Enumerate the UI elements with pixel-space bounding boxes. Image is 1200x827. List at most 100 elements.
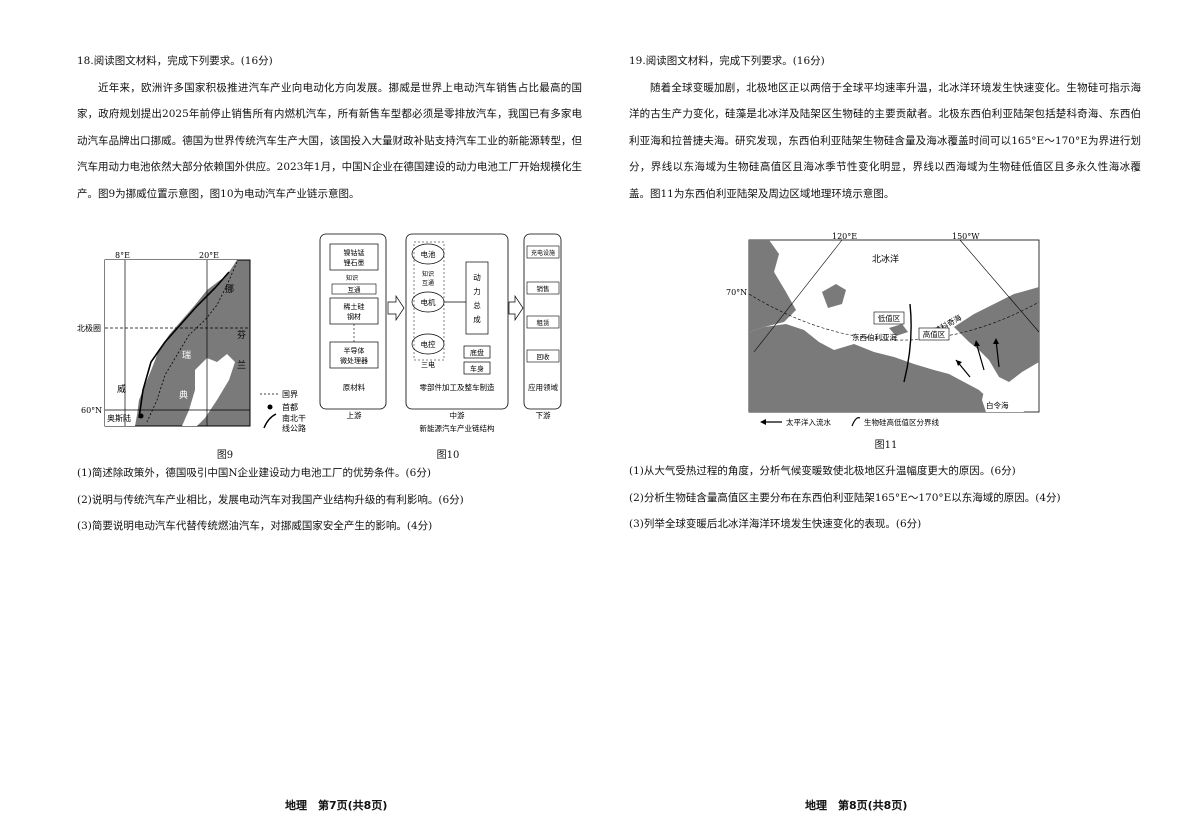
- highway-line: [138, 271, 230, 419]
- land-taymyr: [749, 240, 796, 332]
- label-high-value: 高值区: [923, 329, 946, 339]
- land-new-siberian-islands: [822, 284, 846, 308]
- biosilica-boundary-line: [903, 303, 912, 383]
- label-dian: 典: [179, 389, 188, 401]
- figure-10-caption: 图10: [436, 450, 460, 461]
- mid-battery-text: 电池: [421, 249, 436, 259]
- mid-assembly-2: 力: [473, 286, 481, 296]
- figure-10-subtitle: 新能源汽车产业链结构: [420, 423, 495, 433]
- mid-control-text: 电控: [421, 339, 436, 349]
- lon-8e-label: 8°E: [115, 251, 130, 260]
- low-value-box: [873, 311, 905, 325]
- upstream-share-2: 互通: [348, 285, 362, 294]
- down-item-1: [526, 245, 560, 259]
- parallel-70n: [748, 293, 1040, 341]
- question-19: 19.阅读图文材料，完成下列要求。(16分) 随着全球变暖加剧，北极地区正以两倍…: [629, 48, 1141, 207]
- downstream-box-label: 应用领域: [528, 382, 558, 392]
- mid-chassis-box: [463, 345, 491, 359]
- q18-title: 18.阅读图文材料，完成下列要求。(16分): [77, 55, 273, 67]
- legend-arrow-head: [760, 419, 766, 425]
- down-item-2: [526, 281, 560, 295]
- q19-question-3: (3)列举全球变暖后北冰洋海洋环境发生快速变化的表现。(6分): [629, 518, 922, 530]
- figure-10-chain: 镍钴锰 锂石墨 知识 互通 稀土硅 钢材 半导体 微处理器 原材料 上游 电池 …: [319, 233, 562, 433]
- upstream-item-3-text: 半导体: [344, 346, 365, 355]
- high-value-box: [918, 327, 950, 341]
- pacific-inflow-arrowhead-3: [993, 338, 999, 344]
- lat-70n-label: 70°N: [726, 288, 747, 297]
- label-nuo: 挪: [225, 283, 234, 295]
- upstream-item-1-text-b: 锂石墨: [344, 258, 365, 267]
- land-wrangel: [889, 324, 908, 336]
- upstream-item-2: [329, 297, 379, 325]
- q18-paragraph: 近年来，欧洲许多国家积极推进汽车产业向电动化方向发展。挪威是世界上电动汽车销售占…: [77, 81, 582, 200]
- upstream-item-1-text: 镍钴锰: [344, 248, 365, 257]
- label-arctic-ocean: 北冰洋: [872, 253, 899, 265]
- legend-road-symbol: [263, 413, 277, 429]
- question-18: 18.阅读图文材料，完成下列要求。(16分) 近年来，欧洲许多国家积极推进汽车产…: [77, 48, 582, 207]
- upstream-item-3: [329, 341, 379, 369]
- legend-road-text: 南北干: [282, 413, 306, 423]
- down-item-3-text: 租赁: [537, 318, 551, 327]
- midstream-box-label: 零部件加工及整车制造: [420, 382, 495, 392]
- pacific-inflow-arrow-3: [995, 339, 1000, 368]
- upstream-stage-label: 上游: [347, 410, 362, 420]
- meridian-120e: [753, 239, 843, 353]
- upstream-box-label: 原材料: [343, 382, 366, 392]
- lon-120e-label: 120°E: [832, 232, 857, 241]
- legend-boundary-text: 生物硅高低值区分界线: [864, 417, 939, 427]
- mid-share: 知识: [422, 270, 434, 278]
- q19-question-1: (1)从大气受热过程的角度，分析气候变暖致使北极地区升温幅度更大的原因。(6分): [629, 465, 1016, 477]
- mid-motor-text: 电机: [421, 297, 436, 307]
- upstream-share: 知识: [346, 274, 358, 282]
- label-lan: 兰: [237, 359, 246, 371]
- pacific-inflow-arrowhead-2: [974, 340, 980, 346]
- legend-boundary-symbol: [851, 417, 861, 427]
- meridian-150w: [959, 239, 1040, 333]
- legend-road-text-2: 线公路: [282, 423, 306, 433]
- label-east-siberian-sea: 东西伯利亚海: [852, 332, 897, 342]
- down-item-1-text: 充电设施: [531, 249, 555, 257]
- down-item-4: [526, 349, 560, 363]
- arrow-up-to-mid: [387, 294, 405, 322]
- figure-9-caption: 图9: [216, 450, 234, 461]
- upstream-item-2-text-b: 钢材: [347, 312, 361, 321]
- q19-paragraph: 随着全球变暖加剧，北极地区正以两倍于全球平均速率升温，北冰洋环境发生快速变化。生…: [629, 81, 1141, 200]
- q19-questions: (1)从大气受热过程的角度，分析气候变暖致使北极地区升温幅度更大的原因。(6分)…: [629, 458, 1141, 538]
- upstream-item-3-text-b: 微处理器: [340, 356, 368, 365]
- downstream-stage-label: 下游: [536, 410, 551, 420]
- pacific-inflow-arrowhead-1: [956, 360, 962, 366]
- page-footer-right: 地理 第8页(共8页): [805, 799, 908, 812]
- legend-pacific-text: 太平洋入流水: [786, 417, 831, 427]
- lat-60n-label: 60°N: [81, 406, 102, 415]
- q18-question-3: (3)简要说明电动汽车代替传统燃油汽车，对挪威国家安全产生的影响。(4分): [77, 520, 433, 532]
- q19-question-2: (2)分析生物硅含量高值区主要分布在东西伯利亚陆架165°E～170°E以东海域…: [629, 491, 1061, 504]
- upstream-item-1: [329, 243, 379, 271]
- mid-assembly-4: 成: [473, 314, 481, 324]
- lon-20e-label: 20°E: [199, 251, 219, 260]
- label-oslo: 奥斯陆: [107, 413, 131, 423]
- label-bering-sea: 白令海: [986, 400, 1009, 410]
- figure-11-map: 120°E 150°W 70°N 北冰洋 拉普捷夫海 东西伯利亚海 楚科奇海 白…: [726, 232, 1040, 427]
- oslo-capital-dot: [138, 413, 144, 419]
- down-item-3: [526, 315, 560, 329]
- land-siberia: [749, 324, 999, 412]
- q18-questions: (1)简述除政策外，德国吸引中国N企业建设动力电池工厂的优势条件。(6分) (2…: [77, 460, 582, 540]
- q19-title: 19.阅读图文材料，完成下列要求。(16分): [629, 55, 825, 67]
- legend-border-text: 国界: [282, 390, 298, 399]
- figure-11-caption: 图11: [874, 440, 898, 451]
- mid-three-text: 三电: [421, 360, 435, 369]
- upstream-item-2-text: 稀土硅: [344, 302, 365, 311]
- page-footer-left: 地理 第7页(共8页): [285, 799, 388, 812]
- bering-sea-water: [982, 377, 1024, 412]
- label-low-value: 低值区: [878, 313, 901, 323]
- mid-three-group: [413, 241, 445, 361]
- legend-capital-symbol: [267, 404, 273, 410]
- down-item-4-text: 回收: [537, 352, 551, 361]
- sea-area: [105, 260, 237, 426]
- baltic-sea: [182, 354, 235, 426]
- mid-assembly-box: [465, 261, 489, 335]
- legend-capital-text: 首都: [282, 402, 298, 412]
- label-wei: 威: [117, 383, 126, 395]
- national-border: [146, 261, 238, 423]
- mid-body-box: [463, 361, 491, 375]
